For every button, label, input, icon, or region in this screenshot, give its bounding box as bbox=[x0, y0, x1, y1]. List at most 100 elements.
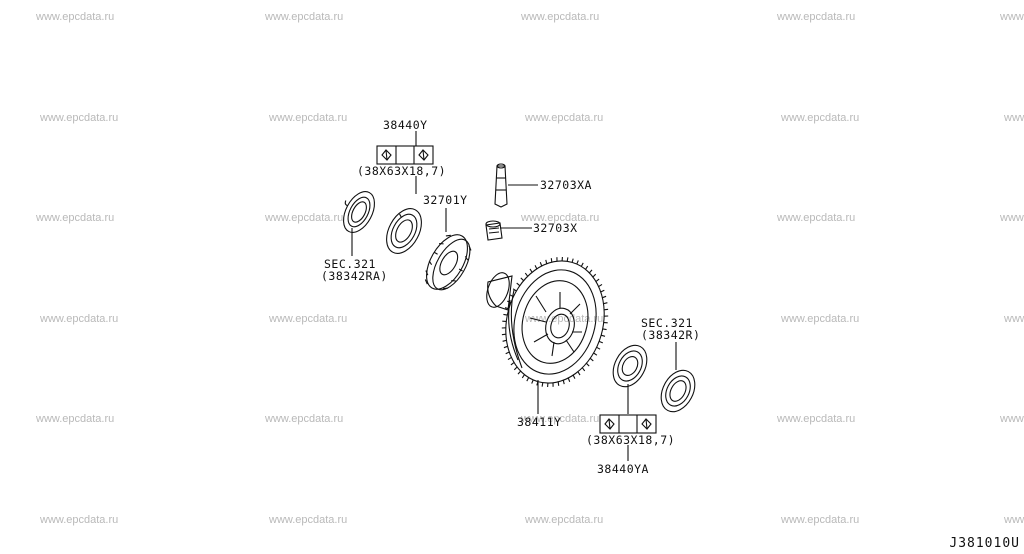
watermark-text: www.epcdata.ru bbox=[525, 112, 604, 124]
watermark-text: www.epcdata.ru bbox=[40, 313, 119, 325]
bearing-symbol-top bbox=[376, 145, 434, 165]
oil-seal-right bbox=[660, 369, 696, 413]
gear-tooth bbox=[504, 307, 510, 310]
label-pinion-gear: 32701Y bbox=[423, 193, 468, 207]
gear-tooth bbox=[586, 362, 590, 367]
gear-tooth bbox=[572, 374, 576, 379]
gear-teeth bbox=[501, 256, 609, 388]
watermark-text: www.epcdata.ru bbox=[265, 212, 344, 224]
label-final-gear: 38411Y bbox=[517, 415, 562, 429]
gear-tooth bbox=[526, 377, 530, 382]
bearing-symbol-bottom bbox=[599, 414, 657, 434]
gear-tooth bbox=[550, 258, 553, 263]
gear-tooth bbox=[576, 260, 579, 265]
label-sleeve-part: 32703X bbox=[533, 221, 578, 235]
watermark-text: www.epcdata.ru bbox=[36, 413, 115, 425]
gear-tooth bbox=[566, 257, 569, 262]
watermark-text: www.epcdata.ru bbox=[269, 313, 348, 325]
gear-tooth bbox=[501, 333, 506, 336]
gear-tooth bbox=[598, 283, 603, 288]
gear-tooth bbox=[502, 339, 507, 342]
watermark-text: www.epcdata.ru bbox=[36, 11, 115, 23]
bearing-right bbox=[612, 344, 648, 388]
gear-tooth bbox=[545, 259, 548, 264]
gear-tooth bbox=[602, 295, 607, 299]
watermark-text: www.epcdata.ru bbox=[521, 11, 600, 23]
pinion-shaft bbox=[494, 163, 508, 208]
gear-tooth bbox=[581, 367, 586, 372]
watermark-text: www.epcdata.ru bbox=[777, 11, 856, 23]
label-bearing-bottom-size: (38X63X18,7) bbox=[586, 433, 676, 447]
gear-tooth bbox=[600, 334, 606, 337]
watermark-text: www.epcdata.ru bbox=[777, 212, 856, 224]
watermark-text: www.epcdata.ru bbox=[40, 514, 119, 526]
label-sec-right-ref: SEC.321 bbox=[641, 316, 693, 330]
gear-tooth bbox=[503, 345, 508, 349]
gear-tooth bbox=[592, 273, 597, 278]
watermark-text: www.epcdata.ru bbox=[521, 413, 600, 425]
gear-tooth bbox=[567, 377, 571, 382]
label-sec-left-ref: SEC.321 bbox=[324, 257, 376, 271]
watermark-text: www.epcdata.ru bbox=[1000, 212, 1024, 224]
watermark-text: www.epcdata.ru bbox=[781, 112, 860, 124]
gear-tooth bbox=[506, 300, 512, 304]
gear-tooth bbox=[524, 272, 529, 277]
gear-tooth bbox=[510, 361, 515, 366]
oil-seal-left bbox=[343, 191, 375, 233]
watermark-text: www.epcdata.ru bbox=[525, 514, 604, 526]
gear-tooth bbox=[604, 308, 609, 311]
gear-tooth bbox=[503, 313, 508, 316]
final-drive-gear bbox=[486, 260, 605, 384]
pinion-gear bbox=[424, 234, 472, 291]
gear-tooth bbox=[603, 302, 608, 305]
gear-tooth bbox=[513, 366, 518, 371]
gear-tooth bbox=[512, 288, 517, 292]
label-bearing-bottom-part: 38440YA bbox=[597, 462, 649, 476]
gear-tooth bbox=[600, 289, 605, 293]
gear-tooth bbox=[536, 381, 539, 386]
gear-tooth bbox=[507, 356, 512, 361]
label-sec-right-part: (38342R) bbox=[641, 328, 701, 342]
gear-tooth bbox=[520, 277, 524, 282]
watermark-text: www.epcdata.ru bbox=[1004, 514, 1024, 526]
gear-tooth bbox=[571, 258, 574, 263]
gear-tooth bbox=[598, 340, 604, 344]
label-bearing-top-size: (38X63X18,7) bbox=[357, 164, 447, 178]
gear-tooth bbox=[562, 380, 565, 385]
watermark-text: www.epcdata.ru bbox=[1004, 313, 1024, 325]
gear-tooth bbox=[596, 346, 601, 350]
gear-tooth bbox=[541, 382, 544, 387]
watermark-text: www.epcdata.ru bbox=[1000, 413, 1024, 425]
watermark-text: www.epcdata.ru bbox=[40, 112, 119, 124]
gear-tooth bbox=[585, 265, 589, 270]
watermark-text: www.epcdata.ru bbox=[265, 11, 344, 23]
gear-tooth bbox=[516, 282, 521, 287]
gear-tooth bbox=[529, 268, 533, 273]
gear-tooth bbox=[577, 371, 581, 376]
label-shaft-part: 32703XA bbox=[540, 178, 592, 192]
watermark-text: www.epcdata.ru bbox=[36, 212, 115, 224]
watermark-text: www.epcdata.ru bbox=[781, 313, 860, 325]
gear-tooth bbox=[534, 265, 538, 270]
gear-tooth bbox=[521, 374, 525, 379]
watermark-text: www.epcdata.ru bbox=[781, 514, 860, 526]
watermark-text: www.epcdata.ru bbox=[521, 212, 600, 224]
gear-tooth bbox=[539, 262, 543, 267]
diagram-code: J381010U bbox=[949, 536, 1020, 551]
gear-tooth bbox=[588, 269, 593, 274]
watermark-text: www.epcdata.ru bbox=[1004, 112, 1024, 124]
watermark-text: www.epcdata.ru bbox=[269, 514, 348, 526]
gear-tooth bbox=[517, 370, 522, 375]
label-bearing-top-part: 38440Y bbox=[383, 118, 428, 132]
label-sec-left-part: (38342RA) bbox=[321, 269, 388, 283]
gear-tooth bbox=[509, 294, 514, 298]
gear-tooth bbox=[531, 379, 534, 384]
gear-tooth bbox=[580, 262, 584, 267]
gear-tooth bbox=[595, 278, 600, 283]
bearing-left bbox=[386, 208, 422, 254]
gear-tooth bbox=[557, 381, 560, 386]
gear-tooth bbox=[593, 352, 598, 356]
gear-tooth bbox=[505, 351, 510, 355]
